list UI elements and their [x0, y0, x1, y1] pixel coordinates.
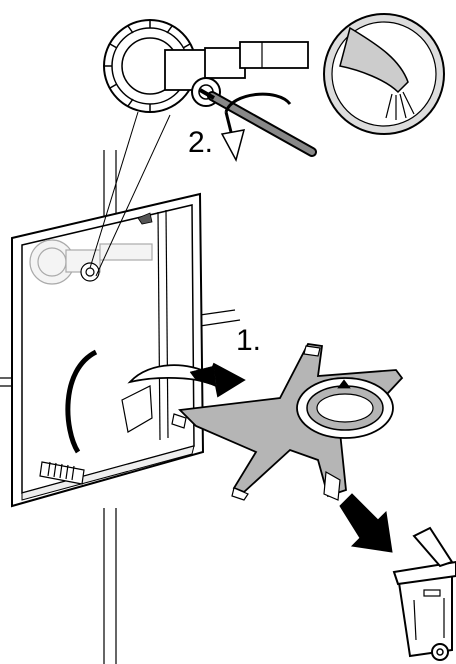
- move-right-arrow-icon: [340, 494, 392, 552]
- clockwise-rotate-arrow-icon: [222, 94, 290, 160]
- shutoff-valve-icon: [104, 20, 308, 112]
- step-1-label: 1.: [236, 326, 261, 356]
- mounting-template-icon: [172, 344, 402, 500]
- recycle-bin-icon: [394, 528, 456, 660]
- screwdriver-icon: [200, 90, 312, 152]
- wall-niche: [12, 194, 203, 506]
- faucet-spray-icon: [324, 14, 444, 134]
- step-2-label: 2.: [188, 128, 213, 158]
